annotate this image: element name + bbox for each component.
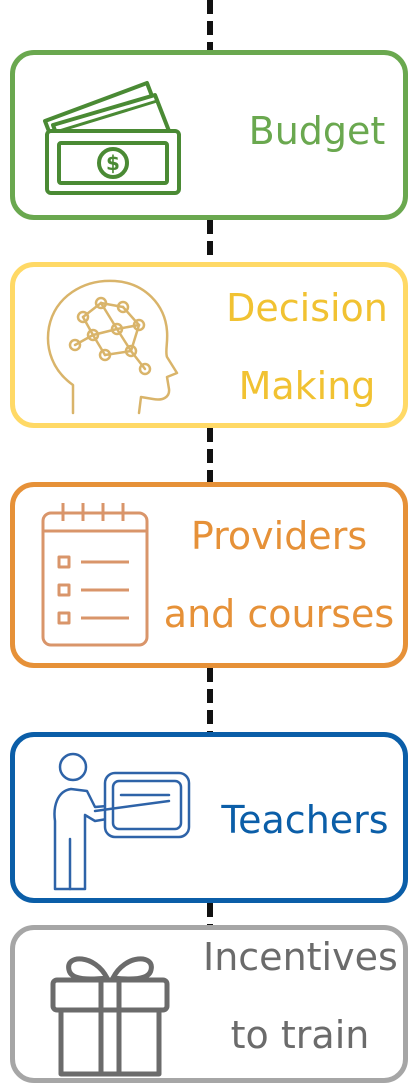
step-teachers-label: Teachers: [213, 801, 397, 839]
label-line: Teachers: [221, 798, 389, 842]
presenter-icon: [53, 752, 191, 891]
money-icon: $: [43, 81, 181, 195]
step-decision-making-label: Decision Making: [217, 289, 397, 405]
gift-icon: [50, 956, 170, 1077]
step-incentives-label: Incentives to train: [203, 935, 398, 1057]
step-incentives: Incentives to train: [10, 925, 408, 1083]
step-providers: Providers and courses: [10, 482, 408, 668]
label-line: Providers: [190, 514, 368, 558]
step-budget-label: Budget: [237, 112, 397, 150]
label-line: to train: [230, 1013, 370, 1057]
step-teachers: Teachers: [10, 732, 408, 903]
label-line: Incentives: [203, 935, 398, 979]
connector-4: [207, 903, 213, 925]
svg-text:$: $: [106, 151, 120, 175]
step-providers-label: Providers and courses: [161, 517, 397, 633]
connector-2: [207, 428, 213, 482]
step-decision-making: Decision Making: [10, 262, 408, 428]
brain-head-icon: [46, 279, 179, 415]
connector-1: [207, 220, 213, 262]
label-line: and courses: [163, 592, 395, 636]
connector-top: [207, 0, 213, 50]
label-line: Budget: [248, 109, 386, 153]
label-line: Making: [238, 364, 376, 408]
connector-3: [207, 668, 213, 732]
checklist-icon: [41, 503, 149, 647]
label-line: Decision: [226, 286, 388, 330]
step-budget: $ Budget: [10, 50, 408, 220]
